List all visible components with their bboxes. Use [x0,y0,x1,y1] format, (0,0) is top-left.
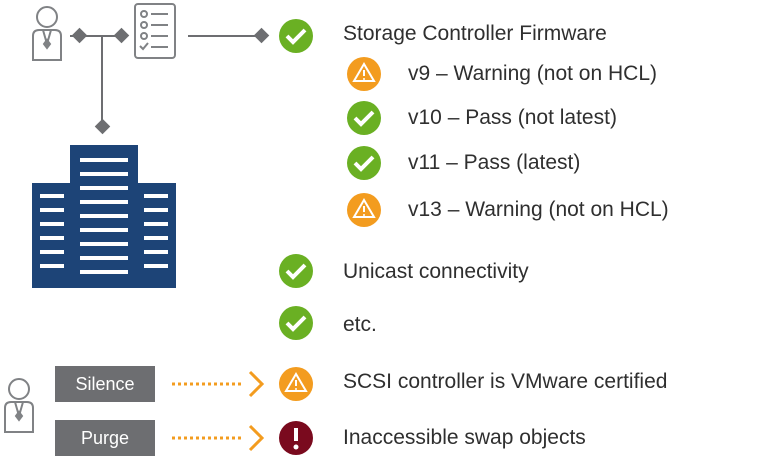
building-window-lines [40,158,168,274]
warning-icon [279,367,313,401]
purge-button[interactable]: Purge [55,420,155,456]
firmware-version-v9: v9 – Warning (not on HCL) [408,62,657,85]
firmware-version-v11: v11 – Pass (latest) [408,151,581,174]
pass-check-icon [279,19,313,53]
warning-icon [347,193,381,227]
silence-button[interactable]: Silence [55,366,155,402]
connector-lines [70,27,270,135]
pass-check-icon [279,306,313,340]
firmware-version-v10: v10 – Pass (not latest) [408,106,617,129]
firmware-version-v13: v13 – Warning (not on HCL) [408,198,669,221]
firmware-title: Storage Controller Firmware [343,22,607,45]
silence-arrow [172,370,265,398]
check-unicast-connectivity: Unicast connectivity [343,260,529,283]
admin-person-icon [32,6,62,61]
pass-check-icon [347,146,381,180]
swap-objects-status: Inaccessible swap objects [343,426,586,449]
pass-check-icon [279,254,313,288]
pass-check-icon [347,101,381,135]
scsi-controller-status: SCSI controller is VMware certified [343,370,668,393]
check-etc: etc. [343,313,377,336]
warning-icon [347,57,381,91]
purge-arrow [172,424,265,452]
operator-person-icon [4,378,34,433]
error-icon [279,421,313,455]
checklist-document-icon [134,3,176,59]
